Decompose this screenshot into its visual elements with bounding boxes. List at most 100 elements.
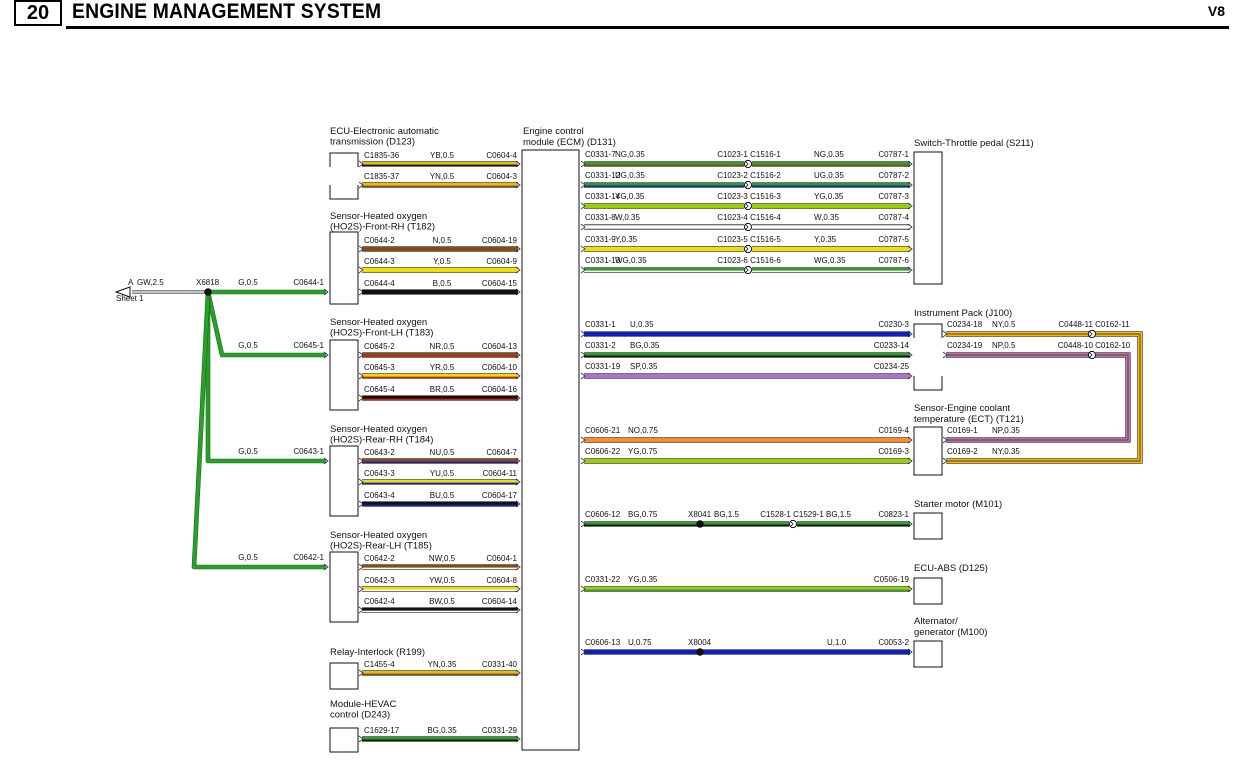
- component-box-j100-corner: [913, 376, 928, 391]
- pin-marker: [907, 648, 913, 656]
- connector-label: C0643-2: [364, 448, 395, 457]
- ground-branch-2: [206, 292, 326, 463]
- connector-label: C0604-8: [486, 576, 517, 585]
- wire-code: NW,0.5: [429, 554, 456, 563]
- component-box-t182: [329, 231, 359, 305]
- ground-branch-3-outline: [191, 291, 326, 570]
- component-label-t182: (HO2S)-Front-RH (T182): [330, 222, 435, 233]
- connector-label: C0234-18: [947, 320, 983, 329]
- component-label-d123: transmission (D123): [330, 137, 415, 148]
- wire-code: BG,0.35: [630, 341, 660, 350]
- pin-marker: [323, 288, 329, 296]
- pin-marker: [323, 457, 329, 465]
- connector-label: C0643-4: [364, 491, 395, 500]
- inline-connector-label: C1023-4 C1516-4: [717, 213, 781, 222]
- connector-label: C0331-19: [585, 362, 621, 371]
- connector-label: C0331-13: [585, 256, 621, 265]
- splice-label: X6818: [196, 278, 220, 287]
- inline-connector-arrow: [789, 520, 794, 528]
- wire-code: B,0.5: [433, 279, 452, 288]
- page-number: 20: [14, 0, 62, 26]
- wire-s211: [584, 182, 744, 188]
- pin-marker: [942, 457, 948, 465]
- pin-marker: [515, 160, 521, 168]
- connector-label: C0645-4: [364, 385, 395, 394]
- pin-marker: [358, 288, 364, 296]
- pin-marker: [580, 520, 586, 528]
- wire-code: NP,0.35: [992, 426, 1020, 435]
- wire-code: BU,0.5: [430, 491, 455, 500]
- component-box-t184: [329, 445, 359, 517]
- ground-branch-2-outline: [205, 292, 326, 464]
- pin-marker: [907, 585, 913, 593]
- inline-connector-arrow: [744, 160, 749, 168]
- component-box-d123-corner: [344, 152, 359, 167]
- pin-marker: [358, 394, 364, 402]
- connector-label: C0645-2: [364, 342, 395, 351]
- component-box-r199-corner: [329, 675, 344, 690]
- pin-marker: [515, 563, 521, 571]
- wire-code: U,0.35: [630, 320, 654, 329]
- connector-label: C1629-17: [364, 726, 400, 735]
- ecm-label: Engine control: [523, 126, 584, 137]
- wire-t184: [362, 501, 518, 507]
- ground-branch-1: [206, 291, 326, 357]
- component-box-m100-corner: [928, 640, 943, 655]
- pin-marker: [358, 351, 364, 359]
- wire-code: G,0.5: [238, 341, 258, 350]
- pin-marker: [580, 202, 586, 210]
- wire-d125: [584, 586, 910, 592]
- wire-m101: [797, 521, 910, 527]
- pin-marker: [907, 245, 913, 253]
- ground-branch-3: [192, 291, 326, 569]
- wire-code: YW,0.5: [429, 576, 455, 585]
- pin-marker: [358, 500, 364, 508]
- splice-label: X8004: [688, 638, 712, 647]
- component-box-m101-corner: [928, 512, 943, 527]
- pin-marker: [907, 181, 913, 189]
- connector-label: C0606-13: [585, 638, 621, 647]
- inline-connector-label: C1023-5 C1516-5: [717, 235, 781, 244]
- wire-code: YG,0.35: [814, 192, 844, 201]
- connector-label: C0642-1: [293, 553, 324, 562]
- wire-code: G,0.5: [238, 278, 258, 287]
- inline-connector-label: C0448-11 C0162-11: [1058, 320, 1130, 329]
- wire-code: UG,0.35: [615, 171, 645, 180]
- component-label-m100: generator (M100): [914, 627, 987, 638]
- wire-code: NP,0.5: [992, 341, 1016, 350]
- component-box-r199-corner: [344, 675, 359, 690]
- ecm-box: [521, 149, 580, 751]
- component-box-m101-corner: [928, 525, 943, 540]
- pin-marker: [907, 457, 913, 465]
- connector-label: C0787-1: [878, 150, 909, 159]
- pin-marker: [580, 457, 586, 465]
- connector-label: C0787-4: [878, 213, 909, 222]
- wire-code: YR,0.5: [430, 363, 455, 372]
- component-box-s211: [913, 151, 943, 285]
- component-label-d243: control (D243): [330, 710, 390, 721]
- connector-label: C0604-19: [482, 236, 518, 245]
- sheet-reference: Sheet 1: [116, 294, 144, 303]
- component-label-t121: Sensor-Engine coolant: [914, 403, 1010, 414]
- connector-label: C0823-1: [878, 510, 909, 519]
- connector-label: C0645-1: [293, 341, 324, 350]
- component-label-d123: ECU-Electronic automatic: [330, 126, 439, 137]
- inline-connector-arrow: [1088, 351, 1093, 359]
- wire-t183: [362, 395, 518, 401]
- pin-marker: [358, 160, 364, 168]
- wire-code: NY,0.5: [992, 320, 1016, 329]
- wire-t185: [362, 564, 518, 570]
- connector-label: C0644-3: [364, 257, 395, 266]
- pin-marker: [580, 245, 586, 253]
- wire-code: WG,0.35: [615, 256, 647, 265]
- wire-code: UG,0.35: [814, 171, 844, 180]
- component-label-d125: ECU-ABS (D125): [914, 563, 988, 574]
- pin-marker: [580, 585, 586, 593]
- connector-label: C0604-1: [486, 554, 517, 563]
- wire-j100: [584, 352, 910, 358]
- component-box-m101-corner: [913, 512, 928, 527]
- wire-m101: [584, 521, 789, 527]
- wire-code: NO,0.75: [628, 426, 658, 435]
- wire-code: BG,1.5: [826, 510, 851, 519]
- pin-marker: [580, 181, 586, 189]
